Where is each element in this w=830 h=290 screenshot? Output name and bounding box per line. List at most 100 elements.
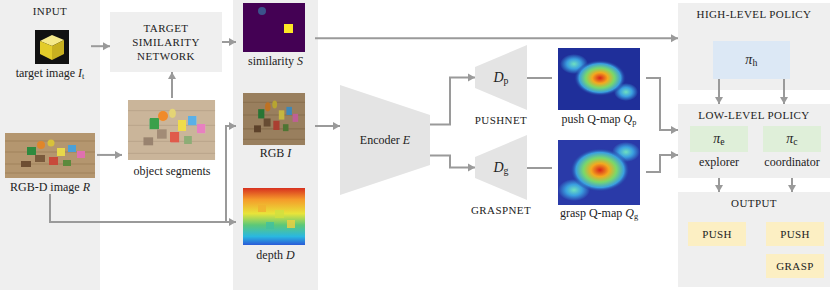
arrowhead — [715, 97, 723, 104]
math-subscript: p — [504, 75, 509, 86]
connector — [91, 42, 110, 50]
connector-line — [527, 77, 552, 79]
math-symbol: I — [287, 146, 291, 160]
panel-heading: HIGH-LEVEL POLICY — [697, 8, 812, 21]
action-box: PUSH — [688, 222, 746, 246]
math-subscript: h — [753, 57, 758, 68]
image-caption: object segments — [134, 164, 211, 178]
connector — [430, 155, 475, 171]
box-label: TARGET SIMILARITY NETWORK — [114, 21, 218, 63]
decoder-block: DgGRASPNET — [475, 135, 527, 200]
action-box: GRASP — [766, 254, 824, 278]
math-symbol: S — [297, 54, 303, 68]
image-caption: push Q-map Qp — [562, 112, 637, 126]
math-subscript: g — [634, 212, 638, 221]
arrowhead — [671, 34, 678, 42]
panel-heading: OUTPUT — [731, 197, 777, 210]
arrowhead — [788, 185, 796, 192]
similarity-image: similarity S — [236, 2, 315, 68]
trapezoid-outline — [475, 45, 527, 110]
connector-line — [527, 167, 552, 169]
input-panel: INPUT target image It RGB-D image R — [0, 0, 100, 290]
math-subscript: e — [720, 136, 724, 147]
connector-line — [315, 37, 678, 39]
math-symbol: π — [745, 52, 752, 67]
block-name: PUSHNET — [475, 114, 527, 127]
decoder-block: DpPUSHNET — [475, 45, 527, 110]
arrowhead — [103, 42, 110, 50]
math-subscript: p — [632, 118, 636, 127]
policy-symbol: πc — [786, 131, 797, 147]
rgb-image: RGB I — [236, 92, 315, 160]
image-caption: similarity S — [248, 54, 303, 68]
policy-box: πc coordinator — [759, 126, 825, 172]
connector-line — [430, 78, 475, 125]
connector-line — [646, 78, 678, 130]
math-symbol: D — [493, 70, 503, 85]
block-name: GRASPNET — [471, 204, 531, 217]
image-caption: grasp Q-map Qg — [560, 206, 638, 220]
trapezoid-outline — [475, 135, 527, 200]
box-label: PUSH — [702, 227, 732, 241]
policy-panel: LOW-LEVEL POLICYπeexplorerπccoordinator — [678, 104, 830, 178]
policy-name: coordinator — [764, 155, 819, 169]
connector — [315, 122, 340, 130]
math-symbol: Q — [625, 206, 634, 220]
policy-panel: HIGH-LEVEL POLICY πh — [678, 3, 830, 90]
arrowhead — [468, 74, 475, 82]
connector — [527, 78, 552, 79]
arrowhead — [671, 126, 678, 134]
depth-image: depth D — [236, 187, 315, 262]
arrowhead — [168, 72, 176, 79]
connector — [646, 78, 678, 134]
connector — [50, 122, 236, 222]
math-subscript: t — [82, 72, 84, 81]
image-caption: RGB-D image R — [10, 180, 90, 194]
connector — [168, 72, 176, 98]
math-symbol: R — [83, 180, 90, 194]
connector — [527, 168, 552, 169]
connector — [315, 34, 678, 42]
segments-image: object segments — [122, 98, 222, 178]
arrowhead — [115, 151, 122, 159]
image-caption: RGB I — [260, 146, 292, 160]
math-symbol: π — [786, 131, 793, 146]
encoder-block: Encoder E — [340, 85, 430, 195]
panel-heading: INPUT — [33, 5, 67, 18]
action-box: PUSH — [766, 222, 824, 246]
arrowhead — [468, 164, 475, 172]
trapezoid-outline — [340, 85, 430, 195]
policy-symbol: πe — [713, 131, 724, 147]
policy-box: πeexplorer — [686, 126, 752, 172]
arrowhead — [715, 185, 723, 192]
block-label: Dp — [493, 70, 508, 86]
target-image: target image It — [9, 28, 91, 80]
box-label: GRASP — [776, 259, 813, 273]
connector-line — [50, 126, 236, 222]
policy-fill: πc — [763, 126, 821, 152]
math-subscript: c — [793, 136, 797, 147]
rgbd-image: RGB-D image R — [3, 131, 97, 194]
connector — [646, 151, 678, 172]
connector-line — [50, 194, 236, 222]
arrowhead — [671, 151, 678, 159]
connector — [715, 79, 723, 104]
connector — [50, 194, 236, 226]
output-panel: OUTPUT PUSH PUSH GRASP — [678, 192, 830, 287]
qmap-image: push Q-map Qp — [552, 46, 646, 126]
panel-heading: LOW-LEVEL POLICY — [698, 109, 809, 122]
arrowhead — [780, 97, 788, 104]
policy-box: πh — [713, 41, 790, 79]
math-symbol: π — [713, 131, 720, 146]
math-symbol: I — [78, 66, 82, 80]
image-caption: depth D — [256, 248, 294, 262]
math-symbol: D — [286, 248, 295, 262]
arrowhead — [229, 218, 236, 226]
arrowhead — [333, 122, 340, 130]
arrowhead — [229, 122, 236, 130]
math-symbol: Q — [624, 112, 633, 126]
qmap-image: grasp Q-map Qg — [552, 138, 646, 220]
network-box: TARGET SIMILARITY NETWORK — [110, 12, 222, 72]
math-symbol: E — [403, 133, 410, 147]
math-subscript: g — [504, 165, 509, 176]
